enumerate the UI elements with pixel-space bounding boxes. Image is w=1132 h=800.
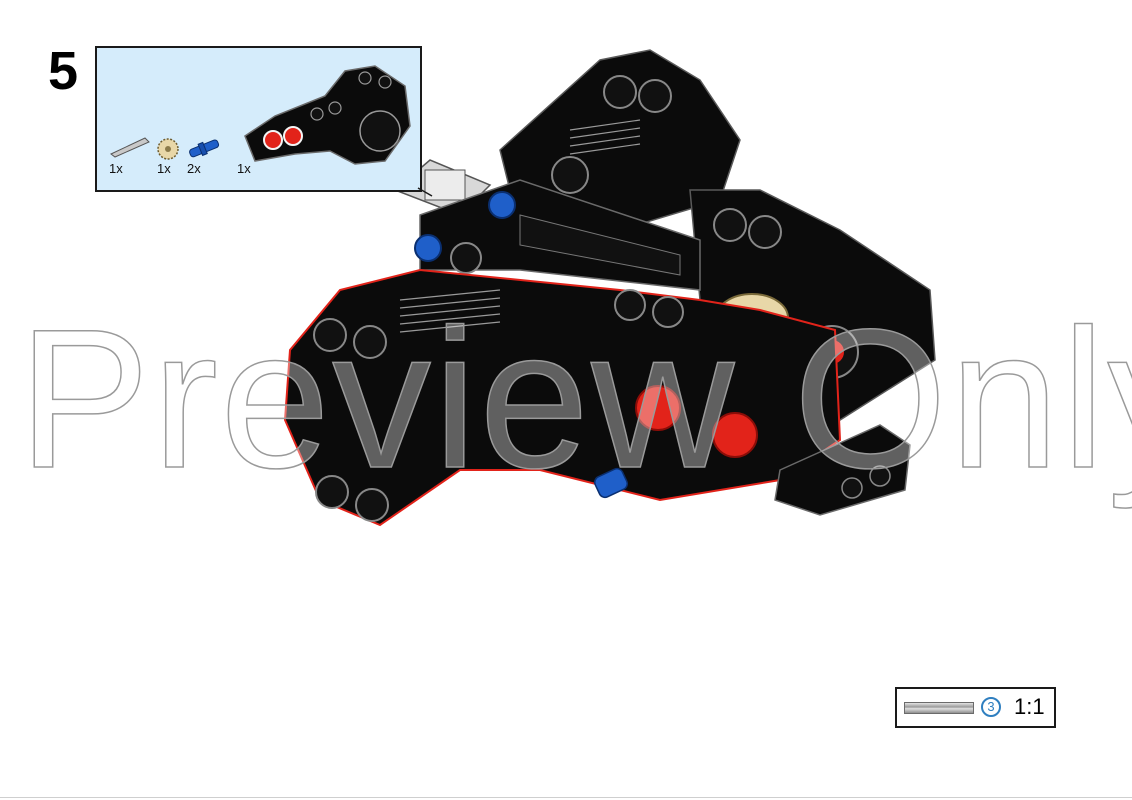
part-quantity: 1x: [157, 161, 171, 176]
part-quantity: 1x: [237, 161, 251, 176]
scale-ratio: 1:1: [1014, 694, 1045, 719]
central-beam: [414, 179, 701, 291]
blue-pin-icon: [189, 139, 220, 158]
black-angled-frame-icon: [244, 65, 411, 165]
axle-length-icon: [904, 702, 974, 714]
front-frame: [283, 268, 842, 527]
page-divider: [0, 797, 1132, 798]
axle-scale-callout: 3 1:1: [895, 687, 1056, 728]
upper-back-frame: [499, 49, 741, 231]
step-number: 5: [48, 41, 79, 101]
bottom-blue-pin: [593, 467, 629, 499]
axle-length-badge: 3: [981, 697, 1001, 717]
part-quantity: 1x: [109, 161, 123, 176]
parts-list-panel: 1x 1x 2x 1x: [95, 46, 422, 192]
part-quantity: 2x: [187, 161, 201, 176]
bottom-right-beam: [774, 424, 911, 516]
tan-gear-icon: [157, 138, 179, 160]
grey-axle-icon: [110, 137, 150, 158]
